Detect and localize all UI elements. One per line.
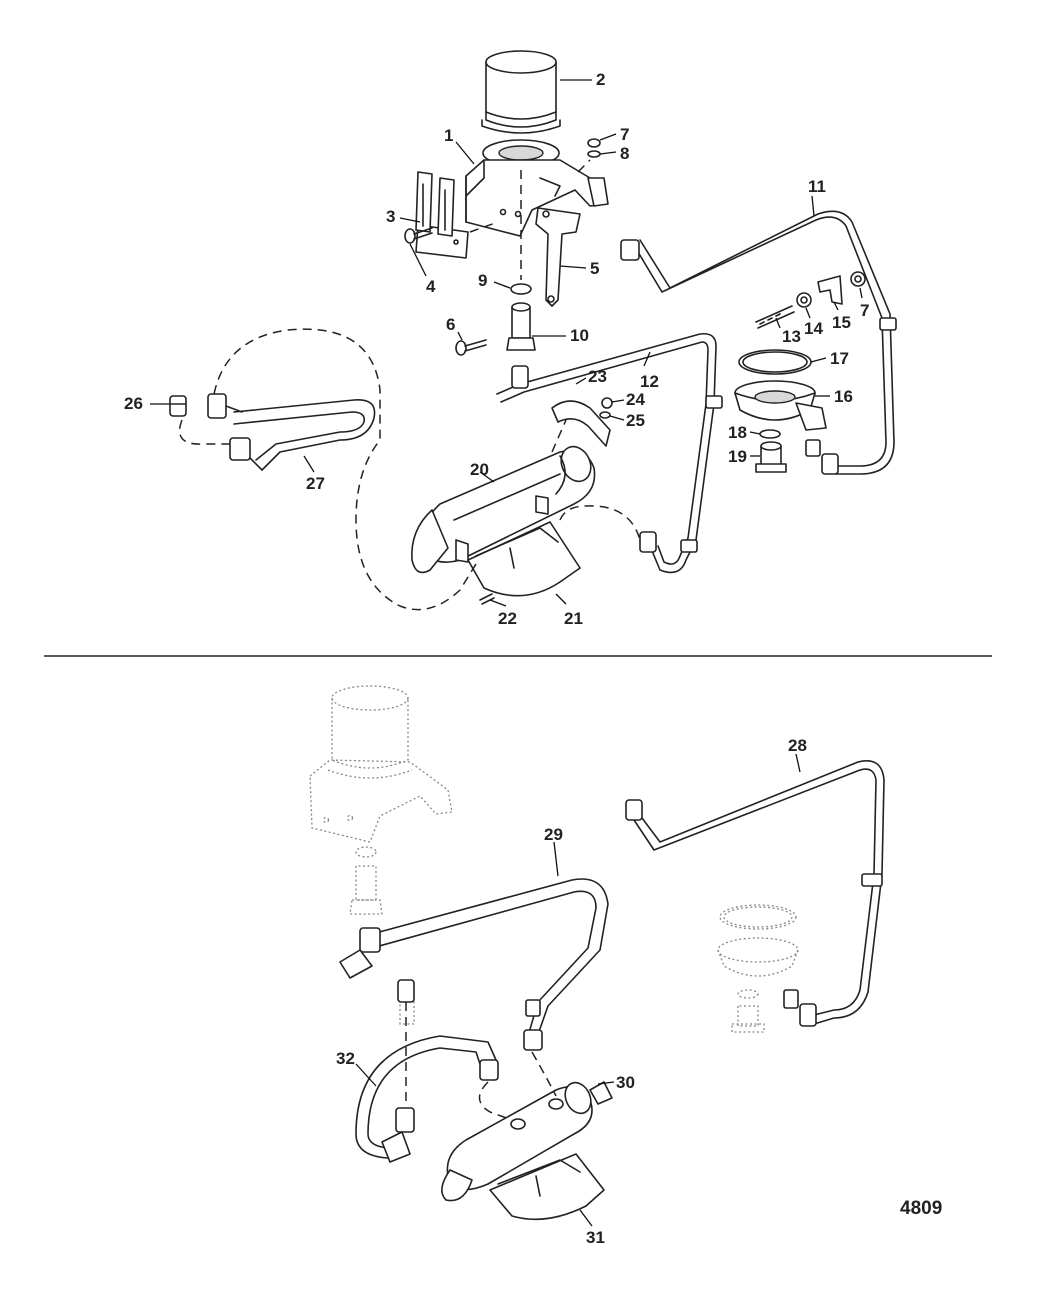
callout-32: 32: [336, 1049, 355, 1068]
callout-15: 15: [832, 313, 851, 332]
callout-31: 31: [586, 1228, 605, 1247]
callout-24: 24: [626, 390, 645, 409]
callout-4: 4: [426, 277, 436, 296]
callout-3: 3: [386, 207, 395, 226]
callout-2: 2: [596, 70, 605, 89]
callout-27: 27: [306, 474, 325, 493]
figure-number: 4809: [900, 1198, 942, 1219]
clamp-set: [755, 271, 866, 329]
callout-30: 30: [616, 1073, 635, 1092]
hose-32: [355, 979, 499, 1163]
hose-12: [496, 332, 723, 574]
callouts-upper: 2 1 7 8 3 4 5 9 10 6 11 12 13: [124, 70, 869, 628]
bracket-31: [489, 1153, 605, 1221]
screw-6: [455, 339, 487, 356]
hose-28: [625, 760, 885, 1027]
nut-washer-top: [587, 138, 601, 158]
ghost-housing: [399, 904, 799, 1033]
mounting-bracket: [465, 139, 609, 237]
hose-27: [207, 393, 376, 471]
callout-28: 28: [788, 736, 807, 755]
washer-25: [599, 411, 611, 419]
bracket-21: [467, 521, 581, 597]
callout-11: 11: [808, 177, 826, 196]
callout-29: 29: [544, 825, 563, 844]
plug-26: [169, 395, 187, 417]
callout-10: 10: [570, 326, 589, 345]
callout-5: 5: [590, 259, 599, 278]
callout-19: 19: [728, 447, 747, 466]
clamp-23: [551, 400, 611, 447]
callout-17: 17: [830, 349, 849, 368]
filter-canister: [481, 50, 561, 134]
hose-29: [339, 878, 609, 1051]
callout-7a: 7: [620, 125, 629, 144]
callout-18: 18: [728, 423, 747, 442]
hose-11: [620, 210, 897, 475]
callout-12: 12: [640, 372, 659, 391]
callout-13: 13: [782, 327, 801, 346]
mounting-plate: [415, 171, 469, 259]
housing-16: [734, 380, 827, 431]
callout-20: 20: [470, 460, 489, 479]
cooler-20: [411, 445, 596, 574]
callout-21: 21: [564, 609, 583, 628]
screw-4: [404, 227, 433, 244]
callout-22: 22: [498, 609, 517, 628]
callout-1: 1: [444, 126, 453, 145]
callout-26: 26: [124, 394, 143, 413]
upper-assembly: 2 1 7 8 3 4 5 9 10 6 11 12 13: [124, 50, 897, 628]
callouts-lower: 28 29 30 32 31: [336, 736, 807, 1247]
callout-6: 6: [446, 315, 455, 334]
callout-7b: 7: [860, 301, 869, 320]
callout-8: 8: [620, 144, 629, 163]
lower-assembly: 28 29 30 32 31: [309, 685, 885, 1247]
ring-18: [759, 429, 781, 439]
callout-9: 9: [478, 271, 487, 290]
ring-17: [738, 349, 812, 375]
callout-16: 16: [834, 387, 853, 406]
fitting-10: [506, 283, 536, 351]
fitting-19: [755, 441, 787, 473]
ghost-filter-bracket: [309, 685, 453, 915]
callout-23: 23: [588, 367, 607, 386]
pin-22: [479, 593, 495, 605]
nut-24: [601, 397, 613, 409]
callout-25: 25: [626, 411, 645, 430]
support-arm: [535, 207, 581, 307]
cooler-30: [441, 1081, 613, 1202]
callout-14: 14: [804, 319, 823, 338]
